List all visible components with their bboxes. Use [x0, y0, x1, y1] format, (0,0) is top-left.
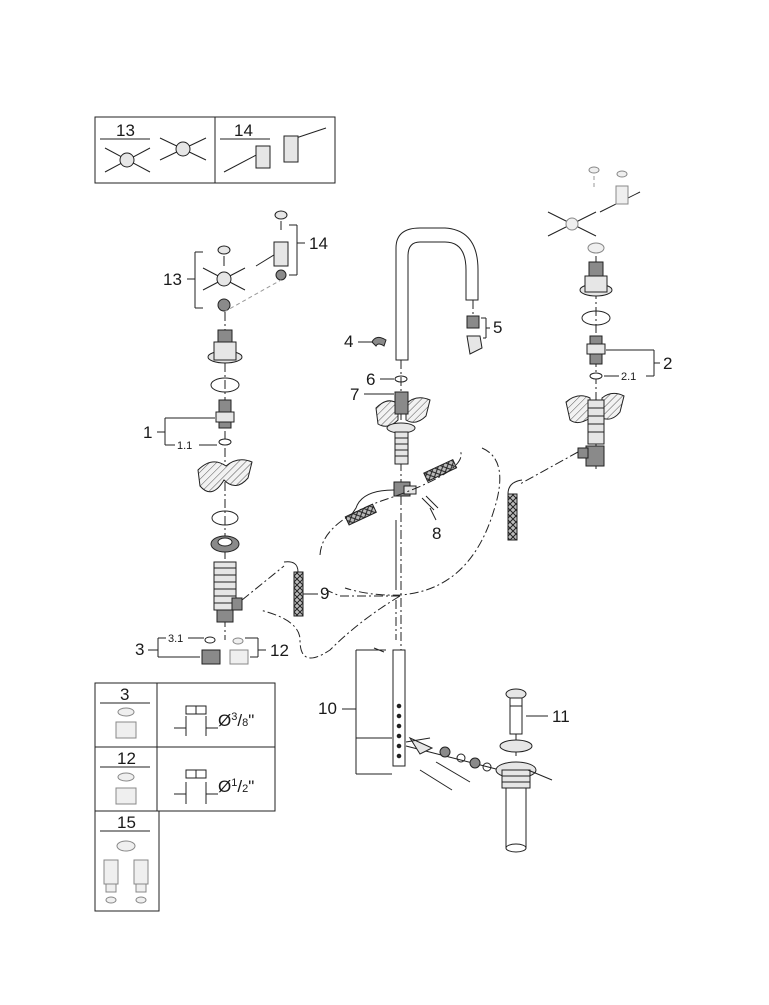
spout-shank-icon: [386, 391, 416, 465]
lever-handle-icon: [283, 127, 327, 163]
drain-linkage: 10 11: [318, 600, 570, 853]
callout-3-1: 3.1: [168, 633, 183, 645]
callout-1-1: 1.1: [177, 440, 192, 452]
cross-handle-icon: [159, 137, 207, 161]
pivot-rod-icon: [405, 736, 501, 772]
washer-icon: [117, 772, 135, 782]
lift-rod-strap-icon: [392, 649, 406, 767]
washer-icon: [117, 707, 135, 717]
option-12-spec: Ø1/2": [218, 777, 254, 796]
callout-6: 6: [366, 370, 375, 389]
washer-icon: [232, 637, 244, 645]
callout-13: 13: [163, 270, 182, 289]
set-screw-icon: [371, 336, 387, 347]
compression-nut-icon: [115, 787, 137, 805]
callout-7: 7: [350, 385, 359, 404]
lever-handle-kit-icon: [255, 210, 289, 281]
callout-3: 3: [135, 640, 144, 659]
pop-up-drain-icon: [495, 688, 553, 853]
callout-9: 9: [320, 584, 329, 603]
hose-elbow-icon: [507, 451, 579, 541]
compression-nut-icon: [201, 649, 221, 665]
o-ring-icon: [394, 375, 408, 383]
cartridge-icon: [215, 399, 235, 429]
left-valve-assembly: 13 14: [135, 210, 328, 665]
right-valve-assembly: 2 2.1: [547, 166, 672, 470]
valve-body-icon: [577, 399, 605, 467]
deck-section-icon: [375, 397, 431, 427]
lever-handle-icon: [223, 145, 271, 173]
o-ring-icon: [210, 377, 240, 393]
callout-1: 1: [143, 423, 152, 442]
cartridge-icon: [586, 335, 606, 365]
callout-14: 14: [309, 234, 328, 253]
cross-handle-kit-icon: [202, 245, 246, 312]
deck-section-icon: [197, 459, 253, 493]
pipe-size-3-8-icon: [174, 705, 218, 736]
hose-elbow-icon: [241, 561, 304, 617]
compression-nut-icon: [229, 649, 249, 665]
cross-handle-kit-icon: [547, 166, 641, 254]
options-table: 3 Ø3/8" 12 Ø1/2" 15: [94, 682, 276, 912]
gasket-icon: [211, 510, 239, 526]
variants-table: 13 14: [94, 116, 336, 184]
tee-connector-icon: [393, 481, 417, 497]
pipe-size-1-2-icon: [174, 769, 218, 804]
option-3-spec: Ø3/8": [218, 711, 254, 730]
washer-icon: [589, 372, 603, 380]
callout-11: 11: [552, 707, 570, 726]
washer-icon: [204, 636, 216, 644]
valve-stem-icon: [207, 329, 243, 364]
variant-label-14: 14: [234, 121, 253, 140]
option-12-label: 12: [117, 749, 136, 768]
mounting-nut-icon: [210, 535, 240, 553]
callout-8: 8: [432, 524, 441, 543]
valve-stem-icon: [579, 261, 613, 297]
washer-icon: [218, 438, 232, 446]
spout-assembly: 5 4 6 7: [344, 227, 502, 680]
valve-body-icon: [213, 561, 243, 623]
o-ring-icon: [581, 310, 611, 326]
valve-kit-icon: [103, 840, 149, 904]
clip-icon: [421, 495, 439, 511]
callout-4: 4: [344, 332, 353, 351]
variant-label-13: 13: [116, 121, 135, 140]
callout-12: 12: [270, 641, 289, 660]
callout-5: 5: [493, 318, 502, 337]
supply-hoses: 8 9: [241, 447, 579, 659]
compression-nut-icon: [115, 721, 137, 739]
aerator-icon: [466, 315, 483, 355]
callout-2: 2: [663, 354, 672, 373]
option-15-label: 15: [117, 813, 136, 832]
callout-10: 10: [318, 699, 337, 718]
callout-2-1: 2.1: [621, 371, 636, 383]
option-3-label: 3: [120, 685, 129, 704]
cross-handle-icon: [104, 147, 151, 173]
